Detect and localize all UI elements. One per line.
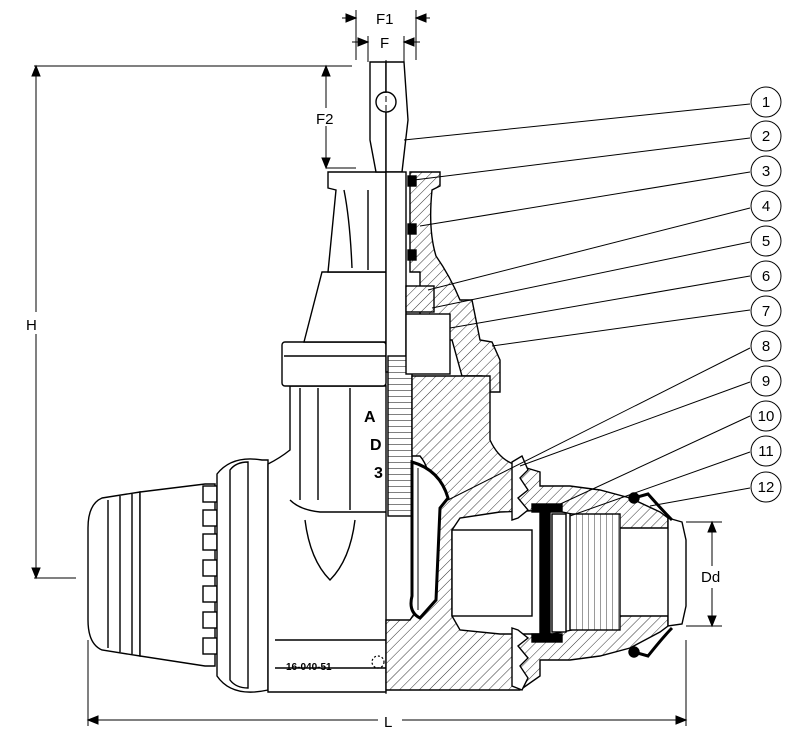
svg-text:1: 1	[762, 94, 770, 111]
threaded-insert	[569, 513, 621, 631]
body-letter-mark: D	[370, 437, 382, 454]
svg-text:7: 7	[762, 303, 770, 320]
dim-label-f: F	[380, 35, 389, 52]
recycle-mark-icon	[371, 655, 385, 669]
callout-bubble: 12	[750, 471, 782, 503]
stem-cap	[369, 61, 387, 173]
bonnet-ring	[281, 341, 387, 387]
body-contour	[289, 499, 386, 513]
callout-bubble: 7	[750, 295, 782, 327]
body-code-mark: 16-040-51	[286, 662, 332, 673]
left-cone-socket	[139, 483, 216, 667]
svg-text:3: 3	[762, 163, 770, 180]
left-spigot-end	[87, 491, 141, 657]
valve-body-exterior	[267, 385, 387, 693]
bore	[451, 529, 533, 617]
body-letter-mark: A	[364, 409, 376, 426]
callout-bubble: 3	[750, 155, 782, 187]
housing-contour	[343, 189, 369, 270]
seal-teeth	[511, 454, 529, 521]
callout-bubbles: 1 2 3 4 5 6 7 8	[750, 86, 782, 503]
svg-text:12: 12	[758, 479, 775, 496]
callout-bubble: 1	[750, 86, 782, 118]
dim-label-l: L	[384, 714, 392, 731]
svg-text:8: 8	[762, 338, 770, 355]
o-ring	[407, 223, 417, 235]
gate-wedge	[409, 460, 450, 620]
svg-text:5: 5	[762, 233, 770, 250]
seal-ring-inner	[551, 513, 567, 633]
gasket	[531, 633, 563, 643]
callout-bubble: 8	[750, 330, 782, 362]
callout-bubble: 10	[750, 400, 782, 432]
svg-text:9: 9	[762, 373, 770, 390]
thrust-collar	[405, 285, 435, 313]
valve-exterior-view	[87, 61, 387, 693]
valve-stem	[385, 171, 407, 373]
stem-housing	[327, 171, 387, 273]
right-spigot	[667, 517, 687, 627]
clamp-wire	[633, 492, 674, 658]
callout-bubble: 2	[750, 120, 782, 152]
seal-teeth	[511, 627, 530, 691]
dim-label-f1: F1	[376, 11, 394, 28]
valve-section-view	[375, 61, 687, 691]
dim-label-dd: Dd	[701, 569, 720, 586]
clamp-ball	[628, 646, 640, 658]
body-contour	[304, 519, 356, 581]
bonnet-inner	[405, 313, 451, 375]
o-ring	[407, 249, 417, 261]
svg-text:6: 6	[762, 268, 770, 285]
seal-ring	[539, 511, 551, 635]
svg-text:10: 10	[758, 408, 775, 425]
svg-text:4: 4	[762, 198, 770, 215]
callout-bubble: 5	[750, 225, 782, 257]
bonnet-cone	[303, 271, 387, 343]
dim-label-f2: F2	[316, 111, 334, 128]
o-ring	[407, 175, 417, 187]
dim-label-h: H	[26, 317, 37, 334]
body-letter-mark: 3	[374, 465, 383, 482]
body-rib	[299, 388, 351, 510]
collar-ridge	[229, 461, 249, 689]
stem-cap-section	[385, 61, 409, 173]
svg-text:2: 2	[762, 128, 770, 145]
callout-bubble: 6	[750, 260, 782, 292]
callout-bubble: 4	[750, 190, 782, 222]
svg-text:11: 11	[758, 443, 774, 460]
callout-leaders	[403, 103, 751, 517]
body-contour	[275, 639, 386, 669]
callout-bubble: 11	[750, 435, 782, 467]
callout-bubble: 9	[750, 365, 782, 397]
stem-thread	[387, 355, 413, 517]
